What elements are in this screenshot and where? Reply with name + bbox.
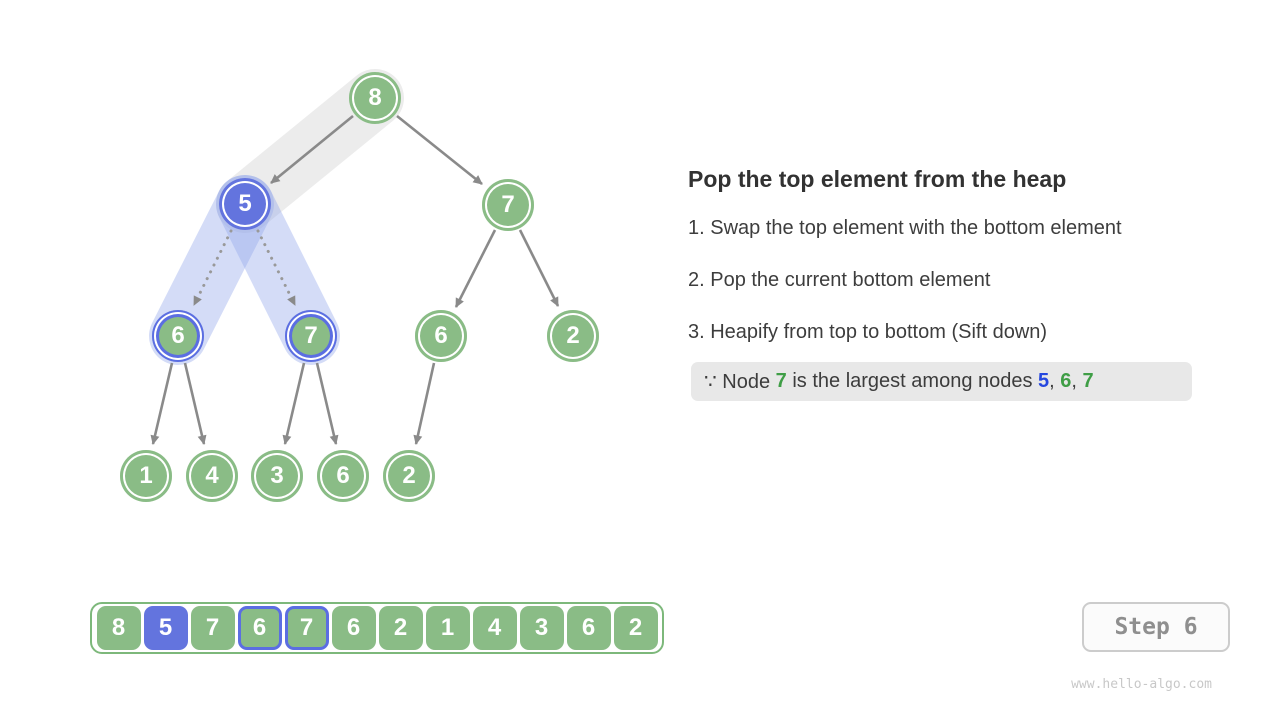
tree-node-2: 7 <box>482 179 534 231</box>
array-cell-4: 7 <box>284 606 329 650</box>
panel-step-3: 3. Heapify from top to bottom (Sift down… <box>688 321 1048 343</box>
tree-node-4: 7 <box>285 310 337 362</box>
edge-7-to-6 <box>454 229 497 308</box>
tree-node-10: 6 <box>317 450 369 502</box>
edge-7b-to-6 <box>315 362 339 445</box>
edge-6-to-1 <box>150 362 174 445</box>
array-cell-6: 2 <box>378 606 423 650</box>
note-text: is the largest among nodes <box>786 370 1039 392</box>
tree-dotted-edges <box>192 229 297 307</box>
tree-node-9: 3 <box>251 450 303 502</box>
panel-step-2: 2. Pop the current bottom element <box>688 269 991 291</box>
array-cell-8: 4 <box>472 606 517 650</box>
edge-8-to-7 <box>396 114 483 186</box>
note-node-7b-green: 7 <box>1082 370 1094 392</box>
array-cell-1: 5 <box>143 606 188 650</box>
note-node-7-green: 7 <box>775 370 787 392</box>
tree-node-5: 6 <box>415 310 467 362</box>
note-text: ∵ Node <box>704 371 776 393</box>
tree-node-6: 2 <box>547 310 599 362</box>
array-cell-3: 6 <box>237 606 282 650</box>
array-cell-5: 6 <box>331 606 376 650</box>
heap-array: 8 5 7 6 7 6 2 1 4 3 6 2 <box>90 602 664 654</box>
edge-7-to-2 <box>518 229 560 307</box>
array-cell-0: 8 <box>96 606 141 650</box>
edge-7b-to-3 <box>282 362 306 445</box>
panel-title: Pop the top element from the heap <box>688 166 1067 192</box>
note-node-6-green: 6 <box>1060 370 1072 392</box>
note-text: , <box>1049 370 1061 392</box>
highlight-bands <box>149 69 404 365</box>
note-text: , <box>1071 370 1083 392</box>
tree-node-7: 1 <box>120 450 172 502</box>
step-button[interactable]: Step 6 <box>1082 602 1230 652</box>
array-cell-10: 6 <box>566 606 611 650</box>
array-cell-11: 2 <box>613 606 658 650</box>
tree-node-3: 6 <box>152 310 204 362</box>
edge-6-to-4 <box>183 362 207 445</box>
tree-edges <box>150 114 560 445</box>
array-cell-9: 3 <box>519 606 564 650</box>
panel-step-1: 1. Swap the top element with the bottom … <box>688 217 1122 239</box>
edge-8-to-5 <box>270 114 354 185</box>
array-cell-2: 7 <box>190 606 235 650</box>
tree-node-11: 2 <box>383 450 435 502</box>
dotted-edge-5-to-6 <box>192 229 233 307</box>
tree-node-8: 4 <box>186 450 238 502</box>
note-node-5-blue: 5 <box>1038 370 1050 392</box>
edge-6c-to-2 <box>413 362 436 445</box>
array-cell-7: 1 <box>425 606 470 650</box>
tree-node-0: 8 <box>349 72 401 124</box>
panel-note: ∵ Node 7 is the largest among nodes 5, 6… <box>691 362 1192 401</box>
tree-node-1: 5 <box>219 178 271 230</box>
dotted-edge-5-to-7 <box>256 229 297 307</box>
watermark: www.hello-algo.com <box>1071 677 1212 692</box>
